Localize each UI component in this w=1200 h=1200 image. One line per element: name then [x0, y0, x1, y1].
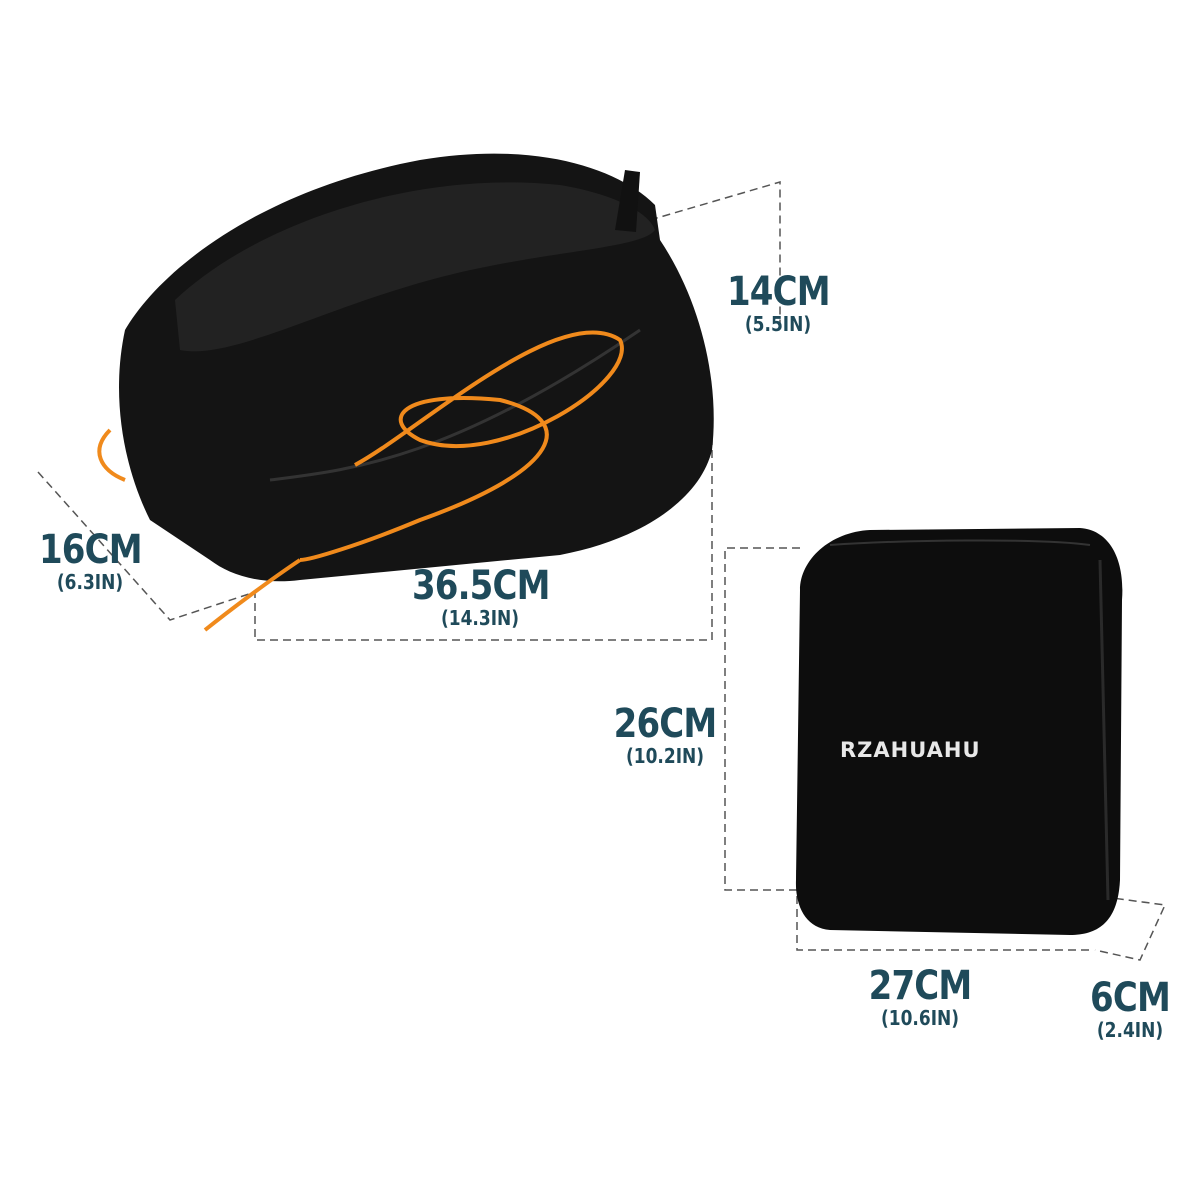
cover-depth-label: 6CM (2.4IN) — [1075, 978, 1185, 1040]
bungee-cord — [97, 330, 624, 632]
depth-line-cover — [1089, 894, 1167, 961]
trunk-depth-cm: 16CM — [39, 527, 143, 573]
trunk-length-label: 36.5CM (14.3IN) — [400, 566, 560, 628]
length-line-trunk — [254, 440, 713, 641]
cover-height-label: 26CM (10.2IN) — [600, 704, 730, 766]
dimension-lines — [37, 180, 1167, 961]
trunk-bag-image — [97, 153, 714, 632]
trunk-height-cm: 14CM — [727, 269, 831, 315]
cover-width-in: (10.6IN) — [880, 1006, 960, 1030]
height-line-trunk — [649, 180, 781, 330]
trunk-height-label: 14CM (5.5IN) — [718, 272, 838, 334]
trunk-depth-label: 16CM (6.3IN) — [30, 530, 150, 592]
depth-line-trunk — [37, 471, 256, 621]
width-line-cover — [796, 870, 1090, 951]
cover-width-cm: 27CM — [868, 963, 973, 1009]
height-line-cover — [724, 547, 800, 891]
cover-depth-cm: 6CM — [1090, 975, 1171, 1021]
cover-height-in: (10.2IN) — [625, 744, 705, 768]
cover-depth-in: (2.4IN) — [1096, 1018, 1164, 1042]
cover-height-cm: 26CM — [613, 701, 718, 747]
trunk-length-in: (14.3IN) — [440, 606, 520, 630]
trunk-length-cm: 36.5CM — [412, 563, 550, 609]
trunk-height-in: (5.5IN) — [744, 312, 812, 336]
trunk-depth-in: (6.3IN) — [56, 570, 124, 594]
rain-cover-image — [795, 528, 1123, 935]
cover-width-label: 27CM (10.6IN) — [855, 966, 985, 1028]
brand-logo-text: RZAHUAHU — [840, 738, 981, 762]
